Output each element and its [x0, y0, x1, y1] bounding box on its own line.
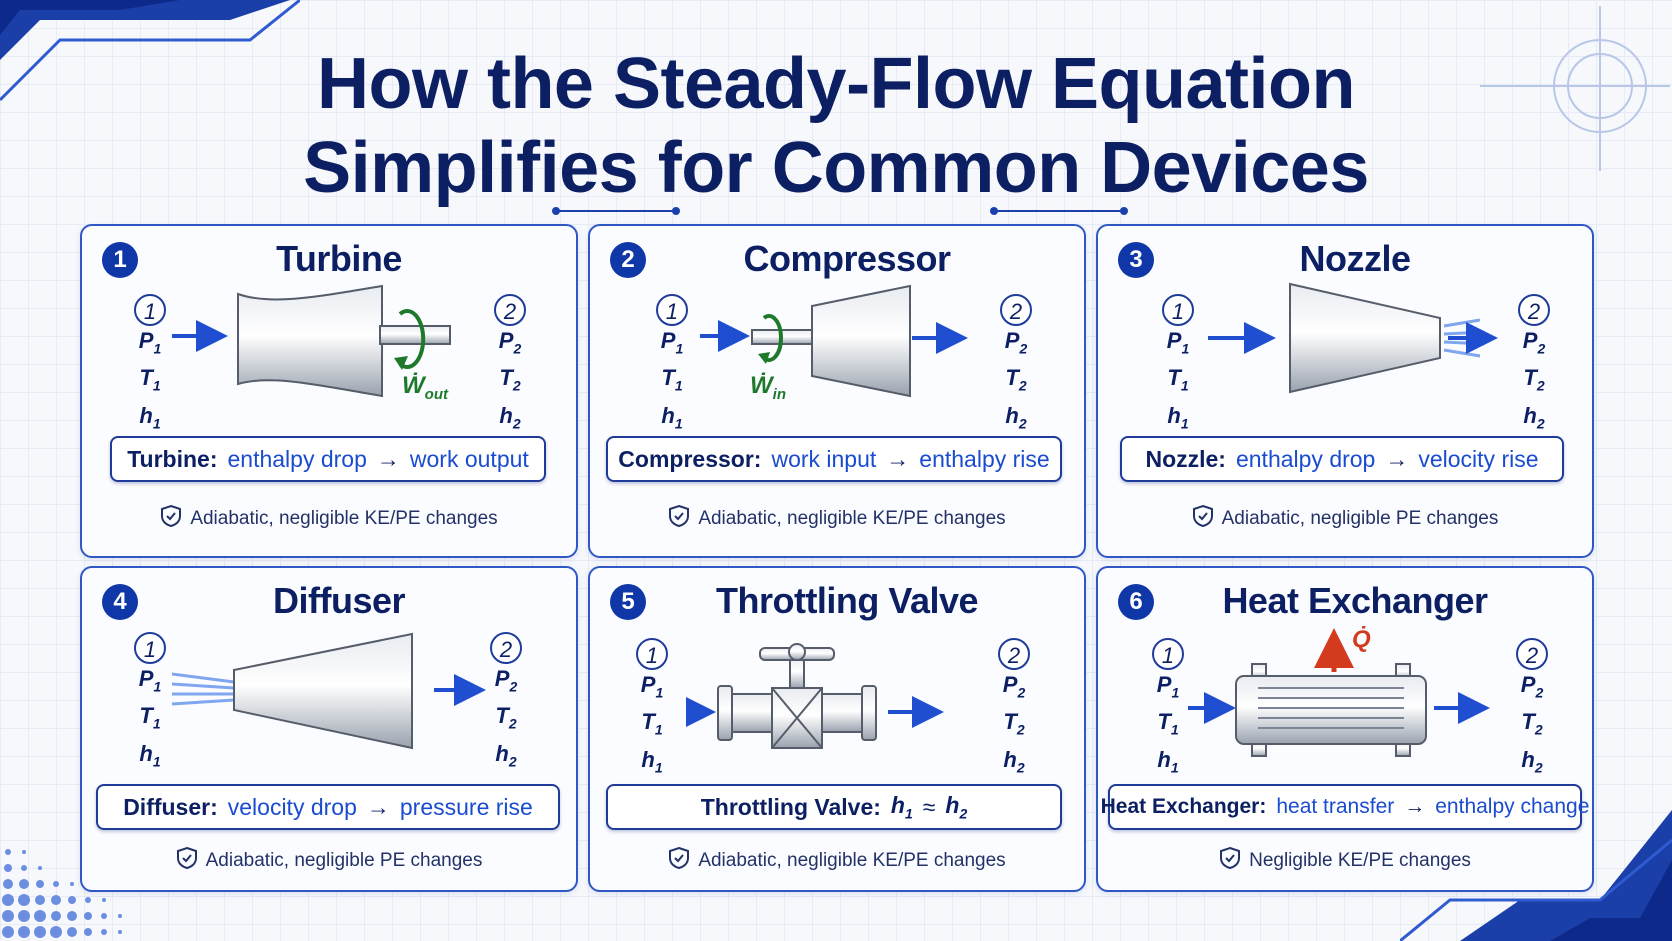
outlet-state-circle: 2: [490, 632, 522, 664]
title-divider-left: [552, 207, 680, 215]
nozzle-summary: Nozzle: enthalpy drop → velocity rise: [1120, 436, 1564, 482]
outlet-properties: P2 T2 h2: [1520, 672, 1544, 776]
device-number-badge: 2: [610, 242, 646, 278]
outlet-state-circle: 2: [494, 294, 526, 326]
valve-icon: [686, 643, 944, 749]
card-heat-exchanger: 6 Heat Exchanger 1 P1 T1 h1 2 P2 T2 h2: [1096, 566, 1594, 892]
assumption-note: Negligible KE/PE changes: [1098, 846, 1592, 872]
inlet-properties: P1 T1 h1: [1166, 328, 1190, 432]
diffuser-summary: Diffuser: velocity drop → pressure rise: [96, 784, 560, 830]
card-throttling-valve: 5 Throttling Valve 1 P1 T1 h1 2 P2 T2 h2…: [588, 566, 1086, 892]
inlet-state-circle: 1: [636, 638, 668, 670]
outlet-state-circle: 2: [1000, 294, 1032, 326]
work-output-label: Ẇout: [402, 372, 448, 403]
assumption-note: Adiabatic, negligible PE changes: [1098, 504, 1592, 530]
assumption-note: Adiabatic, negligible KE/PE changes: [590, 846, 1084, 872]
shield-check-icon: [669, 846, 690, 870]
nozzle-icon: [1208, 282, 1498, 394]
outlet-state-circle: 2: [1516, 638, 1548, 670]
device-title: Throttling Valve: [715, 580, 979, 621]
inlet-state-circle: 1: [134, 294, 166, 326]
inlet-state-circle: 1: [1162, 294, 1194, 326]
assumption-note: Adiabatic, negligible KE/PE changes: [82, 504, 576, 530]
title-line-2: Simplifies for Common Devices: [303, 128, 1369, 208]
page-title: How the Steady-Flow Equation Simplifies …: [0, 42, 1672, 210]
corner-decoration-bottom-right: [1400, 810, 1672, 941]
heat-exchanger-summary: Heat Exchanger: heat transfer → enthalpy…: [1101, 784, 1589, 830]
device-number-badge: 6: [1118, 584, 1154, 620]
heat-exchanger-icon: [1188, 628, 1490, 757]
inlet-properties: P1 T1 h1: [138, 666, 162, 770]
shield-check-icon: [161, 504, 182, 528]
turbine-icon: [172, 284, 451, 398]
inlet-properties: P1 T1 h1: [640, 672, 664, 776]
outlet-properties: P2 T2 h2: [498, 328, 522, 432]
assumption-note: Adiabatic, negligible PE changes: [82, 846, 576, 872]
compressor-summary: Compressor: work input → enthalpy rise: [606, 436, 1062, 482]
outlet-properties: P2 T2 h2: [494, 666, 518, 770]
throttling-valve-summary: Throttling Valve: h1 ≈ h2: [606, 784, 1062, 830]
device-number-badge: 4: [102, 584, 138, 620]
device-number-badge: 3: [1118, 242, 1154, 278]
crosshair-decoration: [1480, 6, 1670, 171]
inlet-state-circle: 1: [1152, 638, 1184, 670]
device-title: Heat Exchanger: [1222, 580, 1488, 621]
device-title: Compressor: [743, 238, 951, 279]
inlet-state-circle: 1: [656, 294, 688, 326]
inlet-properties: P1 T1 h1: [1156, 672, 1180, 776]
enthalpy-equality: h1: [890, 792, 913, 822]
device-title: Turbine: [276, 238, 402, 279]
outlet-state-circle: 2: [998, 638, 1030, 670]
shield-check-icon: [176, 846, 197, 870]
outlet-properties: P2 T2 h2: [1522, 328, 1546, 432]
title-divider-right: [990, 207, 1128, 215]
inlet-state-circle: 1: [134, 632, 166, 664]
heat-transfer-label: Q̇: [1352, 626, 1371, 653]
card-turbine: 1 Turbine 1 P1 T1 h1 2 P2 T2 h2 Ẇout Tur…: [80, 224, 578, 558]
card-diffuser: 4 Diffuser 1 P1 T1 h1 2 P2 T2 h2 Diffuse…: [80, 566, 578, 892]
card-nozzle: 3 Nozzle 1 P1 T1 h1 2 P2 T2 h2 Nozzle: e…: [1096, 224, 1594, 558]
shield-check-icon: [669, 504, 690, 528]
outlet-properties: P2 T2 h2: [1002, 672, 1026, 776]
outlet-state-circle: 2: [1518, 294, 1550, 326]
card-compressor: 2 Compressor 1 P1 T1 h1 2 P2 T2 h2 Ẇin C…: [588, 224, 1086, 558]
outlet-properties: P2 T2 h2: [1004, 328, 1028, 432]
shield-check-icon: [1220, 846, 1241, 870]
device-number-badge: 5: [610, 584, 646, 620]
inlet-properties: P1 T1 h1: [660, 328, 684, 432]
work-input-label: Ẇin: [750, 372, 786, 403]
device-title: Diffuser: [272, 580, 406, 621]
corner-decoration-top-left: [0, 0, 300, 102]
inlet-properties: P1 T1 h1: [138, 328, 162, 432]
diffuser-icon: [172, 632, 486, 750]
device-number-badge: 1: [102, 242, 138, 278]
dot-pattern-left: [2, 849, 122, 938]
assumption-note: Adiabatic, negligible KE/PE changes: [590, 504, 1084, 530]
turbine-summary: Turbine: enthalpy drop → work output: [110, 436, 546, 482]
compressor-icon: [700, 284, 968, 398]
shield-check-icon: [1192, 504, 1213, 528]
device-title: Nozzle: [1299, 238, 1411, 279]
title-line-1: How the Steady-Flow Equation: [316, 44, 1356, 124]
